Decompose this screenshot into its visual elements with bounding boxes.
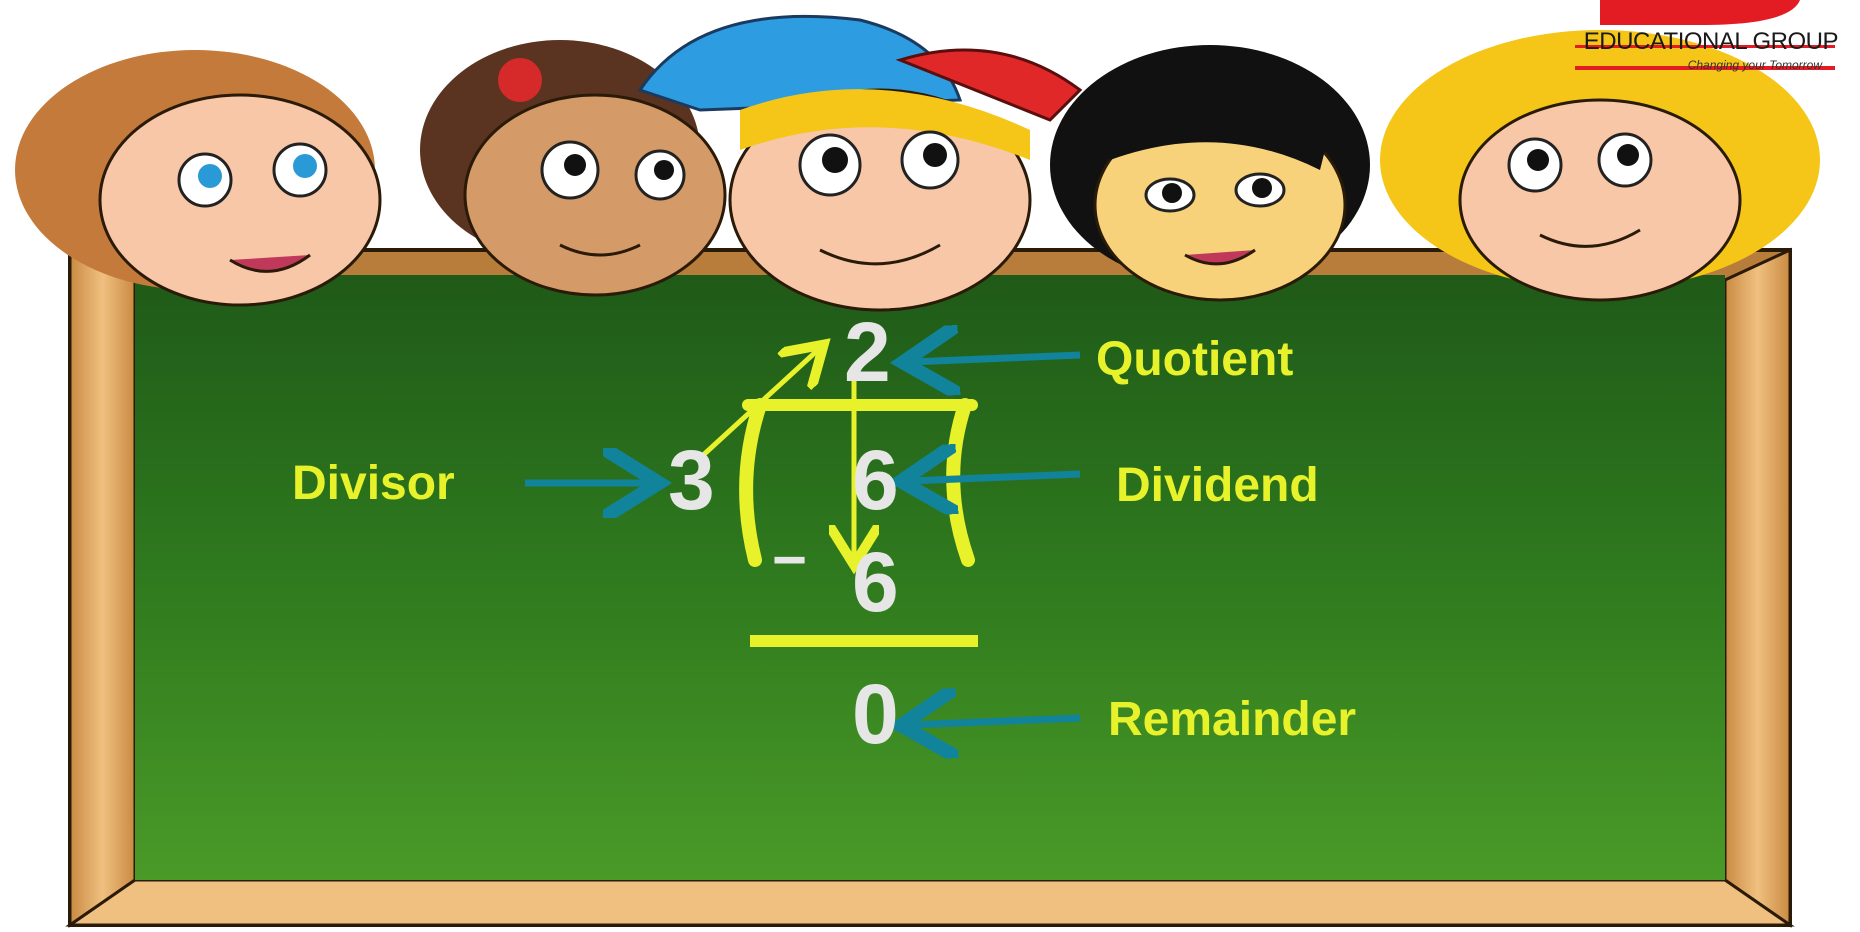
divisor-label: Divisor xyxy=(292,457,455,510)
chalkboard-surface xyxy=(135,275,1725,880)
dividend-pointer-arrow xyxy=(908,474,1081,481)
quotient-label: Quotient xyxy=(1096,333,1294,386)
divisor-digit: 3 xyxy=(668,433,715,527)
kid-4-illustration xyxy=(1050,45,1370,302)
logo-mark xyxy=(1575,0,1835,70)
dividend-label: Dividend xyxy=(1116,459,1319,512)
quotient-pointer-arrow xyxy=(910,355,1081,362)
chalkboard-frame xyxy=(65,247,1795,928)
minus-sign: − xyxy=(772,526,808,593)
remainder-digit: 0 xyxy=(852,667,899,761)
dividend-digit: 6 xyxy=(852,433,899,527)
kid-5-illustration xyxy=(1380,30,1820,302)
kid-1-illustration xyxy=(15,50,382,307)
kid-3-illustration xyxy=(637,14,1083,312)
remainder-pointer-arrow xyxy=(908,718,1081,725)
quotient-digit: 2 xyxy=(844,305,891,399)
divisor-to-quotient-arrow xyxy=(698,348,820,460)
product-digit: 6 xyxy=(852,535,899,629)
remainder-label: Remainder xyxy=(1108,693,1357,746)
logo-text: EDUCATIONAL GROUP xyxy=(1583,28,1839,55)
kid-2-illustration xyxy=(420,40,727,297)
logo-tagline: Changing your Tomorrow xyxy=(1687,58,1822,72)
